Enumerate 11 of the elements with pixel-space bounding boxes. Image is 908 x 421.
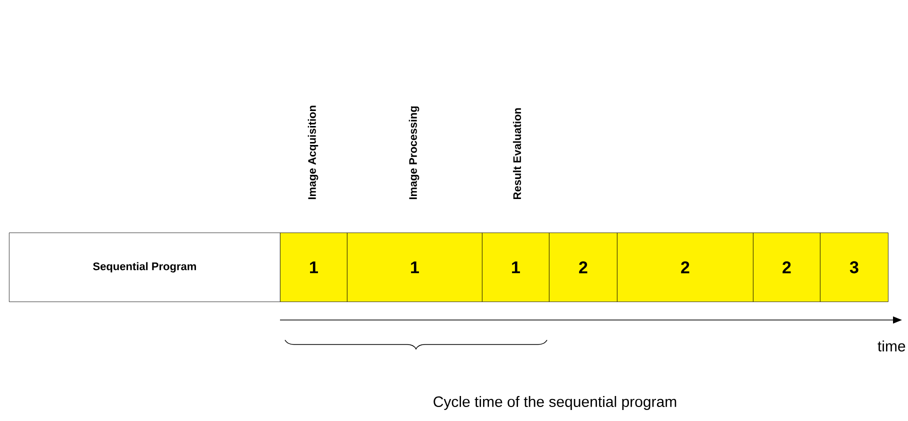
cycle-cell: 1 — [482, 232, 550, 302]
stage-label: Image Acquisition — [308, 106, 318, 200]
cycle-cell: 2 — [753, 232, 820, 302]
stage-label: Result Evaluation — [512, 108, 522, 200]
cycle-cell: 1 — [280, 232, 348, 302]
program-box: Sequential Program — [9, 232, 280, 302]
axis-label: time — [878, 340, 906, 352]
caption-text: Cycle time of the sequential program — [434, 396, 676, 410]
stage-label: Image Processing — [408, 106, 420, 200]
cycle-cell: 2 — [549, 232, 618, 302]
cycle-cell: 3 — [820, 232, 888, 302]
